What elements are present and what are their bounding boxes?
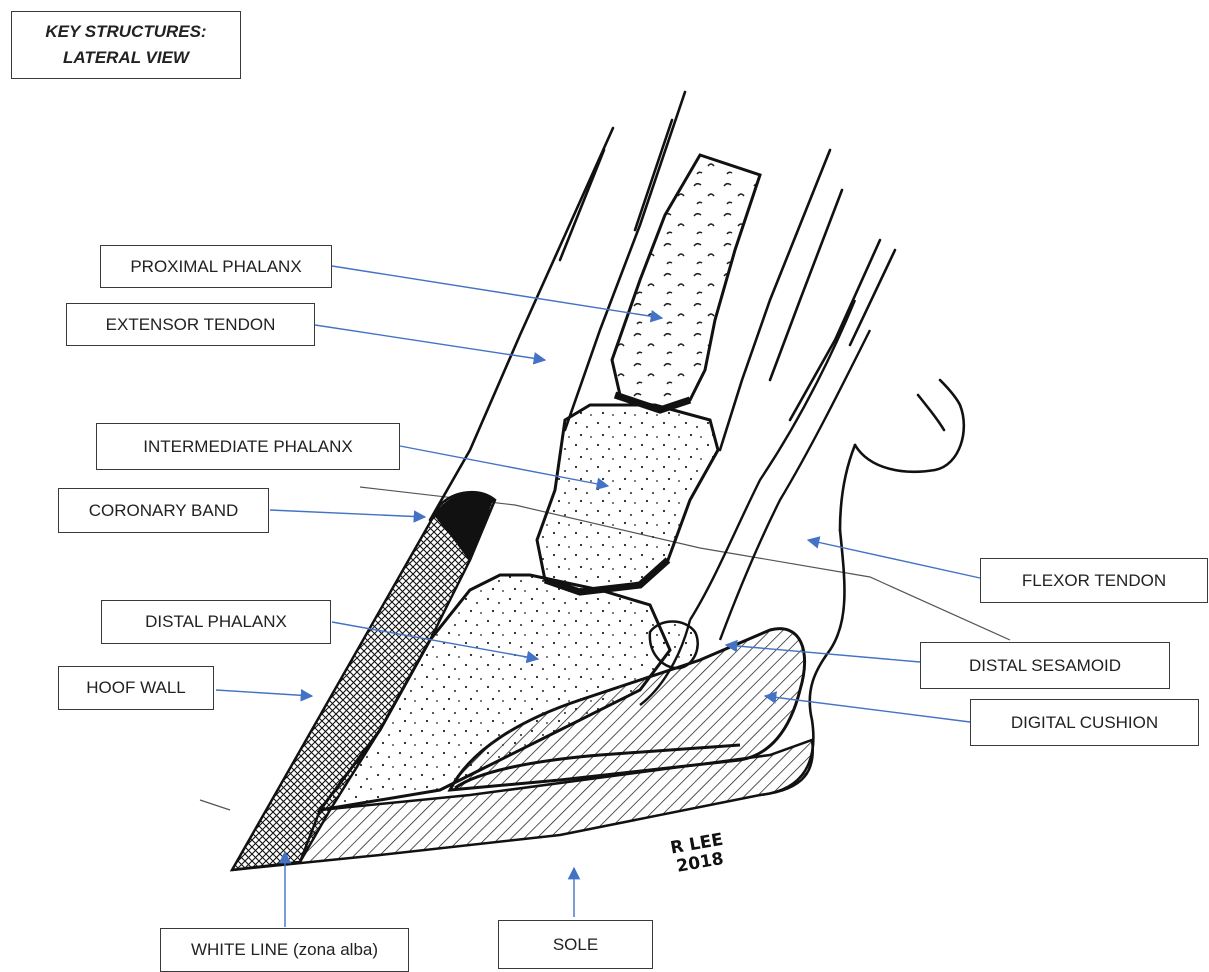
arrow-hoof-wall	[216, 690, 312, 696]
title-line-1: KEY STRUCTURES:	[45, 19, 206, 45]
label-distal-phalanx: DISTAL PHALANX	[101, 600, 331, 644]
arrow-flexor-tendon	[808, 540, 980, 578]
arrow-extensor-tendon	[315, 325, 545, 360]
arrow-proximal-phalanx	[332, 266, 662, 318]
label-coronary-band: CORONARY BAND	[58, 488, 269, 533]
arrow-digital-cushion	[765, 696, 970, 722]
label-sole: SOLE	[498, 920, 653, 969]
label-intermediate-phalanx: INTERMEDIATE PHALANX	[96, 423, 400, 470]
title-line-2: LATERAL VIEW	[63, 45, 189, 71]
intermediate-phalanx-shape	[537, 405, 718, 592]
arrow-coronary-band	[270, 510, 425, 517]
label-flexor-tendon: FLEXOR TENDON	[980, 558, 1208, 603]
label-distal-sesamoid: DISTAL SESAMOID	[920, 642, 1170, 689]
label-extensor-tendon: EXTENSOR TENDON	[66, 303, 315, 346]
label-white-line: WHITE LINE (zona alba)	[160, 928, 409, 972]
label-digital-cushion: DIGITAL CUSHION	[970, 699, 1199, 746]
proximal-phalanx-shape	[612, 155, 760, 410]
diagram-title: KEY STRUCTURES: LATERAL VIEW	[11, 11, 241, 79]
label-proximal-phalanx: PROXIMAL PHALANX	[100, 245, 332, 288]
label-hoof-wall: HOOF WALL	[58, 666, 214, 710]
